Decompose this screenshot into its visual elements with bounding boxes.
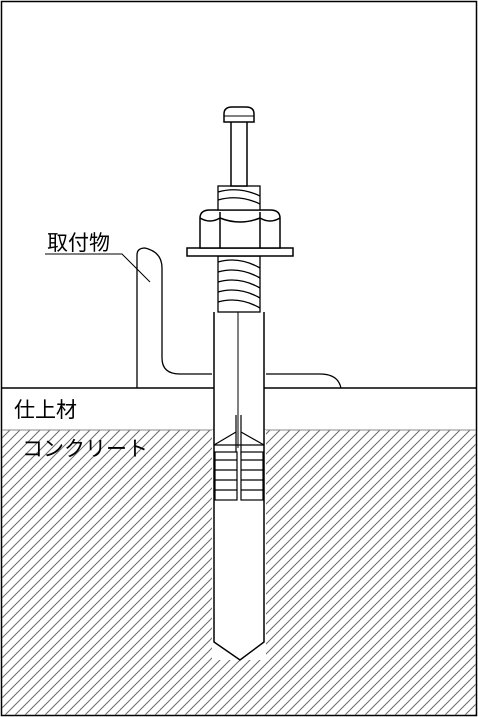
washer [186,247,294,257]
bolt-thread-lower [217,255,261,313]
fixture-leader-line [45,253,151,283]
label-fixture: 取付物 [47,231,110,255]
bolt-thread-upper [217,185,261,211]
hex-nut [199,209,281,249]
bolt-shank [230,119,248,187]
label-finish-layer: 仕上材 [14,398,77,422]
fixture-bracket-left [136,247,212,388]
label-concrete: コンクリート [22,437,148,461]
expansion-segments [214,451,264,501]
anchor-sleeve [213,312,265,661]
fixture-bracket-right [266,373,342,389]
bolt-head [223,106,255,123]
